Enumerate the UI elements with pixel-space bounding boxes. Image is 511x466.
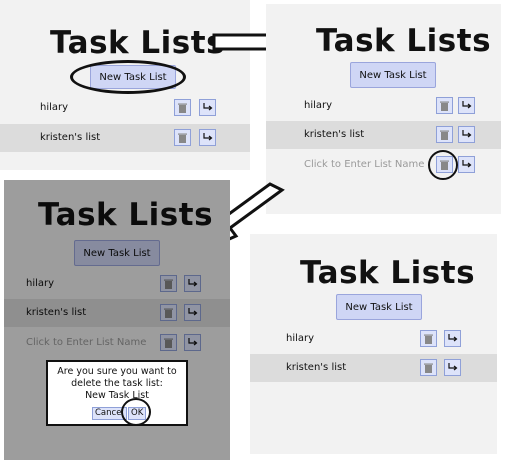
page-title: Task Lists (300, 255, 476, 291)
new-task-list-button[interactable]: New Task List (74, 240, 160, 266)
list-item[interactable]: hilary (4, 270, 230, 298)
panel-after-delete: Task Lists New Task List hilary kristen'… (250, 234, 497, 454)
highlight-circle (70, 60, 186, 94)
trash-icon[interactable] (436, 97, 453, 114)
arrow-enter-icon[interactable] (458, 156, 475, 173)
panel-confirm-delete: Task Lists New Task List hilary kristen'… (4, 180, 230, 460)
page-title: Task Lists (38, 197, 214, 233)
list-item[interactable]: kristen's list (0, 124, 250, 152)
list-name: kristen's list (26, 307, 87, 318)
arrow-enter-icon[interactable] (199, 99, 216, 116)
arrow-enter-icon[interactable] (458, 97, 475, 114)
list-name-input[interactable]: Click to Enter List Name (304, 159, 425, 170)
list-name: hilary (304, 100, 333, 111)
list-item[interactable]: kristen's list (250, 354, 497, 382)
dialog-message-line: delete the task list: (71, 378, 163, 389)
new-task-list-button[interactable]: New Task List (336, 294, 422, 320)
arrow-enter-icon[interactable] (444, 359, 461, 376)
list-item[interactable]: kristen's list (4, 299, 230, 327)
panel-new-list: Task Lists New Task List hilary kristen'… (266, 4, 501, 214)
trash-icon[interactable] (160, 275, 177, 292)
trash-icon[interactable] (174, 99, 191, 116)
dialog-message-line: Are you sure you want to (57, 366, 177, 377)
trash-icon[interactable] (174, 129, 191, 146)
list-item[interactable]: hilary (266, 92, 501, 120)
list-name: kristen's list (304, 129, 365, 140)
confirm-dialog: Are you sure you want to delete the task… (46, 360, 188, 426)
list-item[interactable]: hilary (250, 325, 497, 353)
list-item[interactable]: kristen's list (266, 121, 501, 149)
trash-icon[interactable] (436, 126, 453, 143)
list-name: kristen's list (40, 132, 101, 143)
arrow-enter-icon[interactable] (444, 330, 461, 347)
list-item-new[interactable]: Click to Enter List Name (4, 329, 230, 357)
trash-icon[interactable] (160, 304, 177, 321)
dialog-list-name: New Task List (85, 390, 149, 401)
arrow-enter-icon[interactable] (184, 275, 201, 292)
trash-icon[interactable] (420, 359, 437, 376)
highlight-circle (428, 150, 458, 180)
list-name: kristen's list (286, 362, 347, 373)
list-name: hilary (286, 333, 315, 344)
arrow-enter-icon[interactable] (184, 304, 201, 321)
arrow-enter-icon[interactable] (199, 129, 216, 146)
list-item[interactable]: hilary (0, 94, 250, 122)
page-title: Task Lists (50, 25, 226, 61)
highlight-circle (121, 398, 151, 426)
trash-icon[interactable] (160, 334, 177, 351)
list-name-input[interactable]: Click to Enter List Name (26, 337, 147, 348)
list-item-new[interactable]: Click to Enter List Name (266, 151, 501, 179)
panel-initial: Task Lists New Task List hilary kristen'… (0, 0, 250, 170)
page-title: Task Lists (316, 23, 492, 59)
list-name: hilary (26, 278, 55, 289)
trash-icon[interactable] (420, 330, 437, 347)
list-name: hilary (40, 102, 69, 113)
arrow-enter-icon[interactable] (458, 126, 475, 143)
new-task-list-button[interactable]: New Task List (350, 62, 436, 88)
arrow-enter-icon[interactable] (184, 334, 201, 351)
